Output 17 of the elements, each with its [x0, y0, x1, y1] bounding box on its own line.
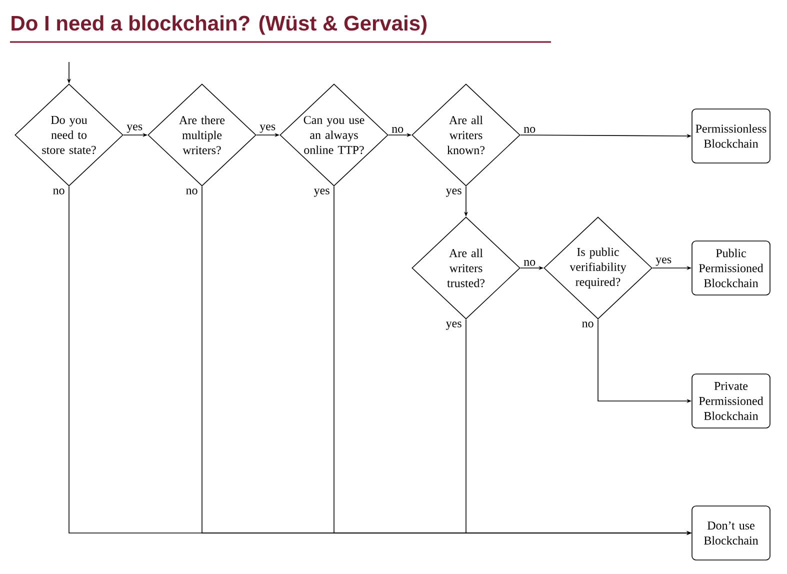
edge-label: no	[392, 127, 404, 133]
edge-label: yes	[260, 124, 276, 133]
edge-label: yes	[656, 258, 672, 266]
edge-label: no	[186, 188, 198, 194]
edge-label: yes	[314, 188, 330, 197]
edge-label: yes	[446, 322, 462, 330]
edge-label: no	[524, 260, 536, 266]
edge-label: yes	[446, 188, 462, 197]
result-box: Public Permissioned Blockchain	[692, 240, 770, 296]
edge-label: no	[524, 127, 536, 133]
result-box: Private Permissioned Blockchain	[692, 374, 770, 428]
title: Do I need a blockchain? (Wüst & Gervais)	[12, 15, 426, 35]
edge-label: yes	[126, 124, 142, 133]
edge-label: no	[582, 322, 594, 328]
edge-label: no	[53, 188, 64, 194]
result-box: Don’t use Blockchain	[692, 506, 770, 560]
result-box: Permissionless Blockchain	[692, 108, 770, 164]
